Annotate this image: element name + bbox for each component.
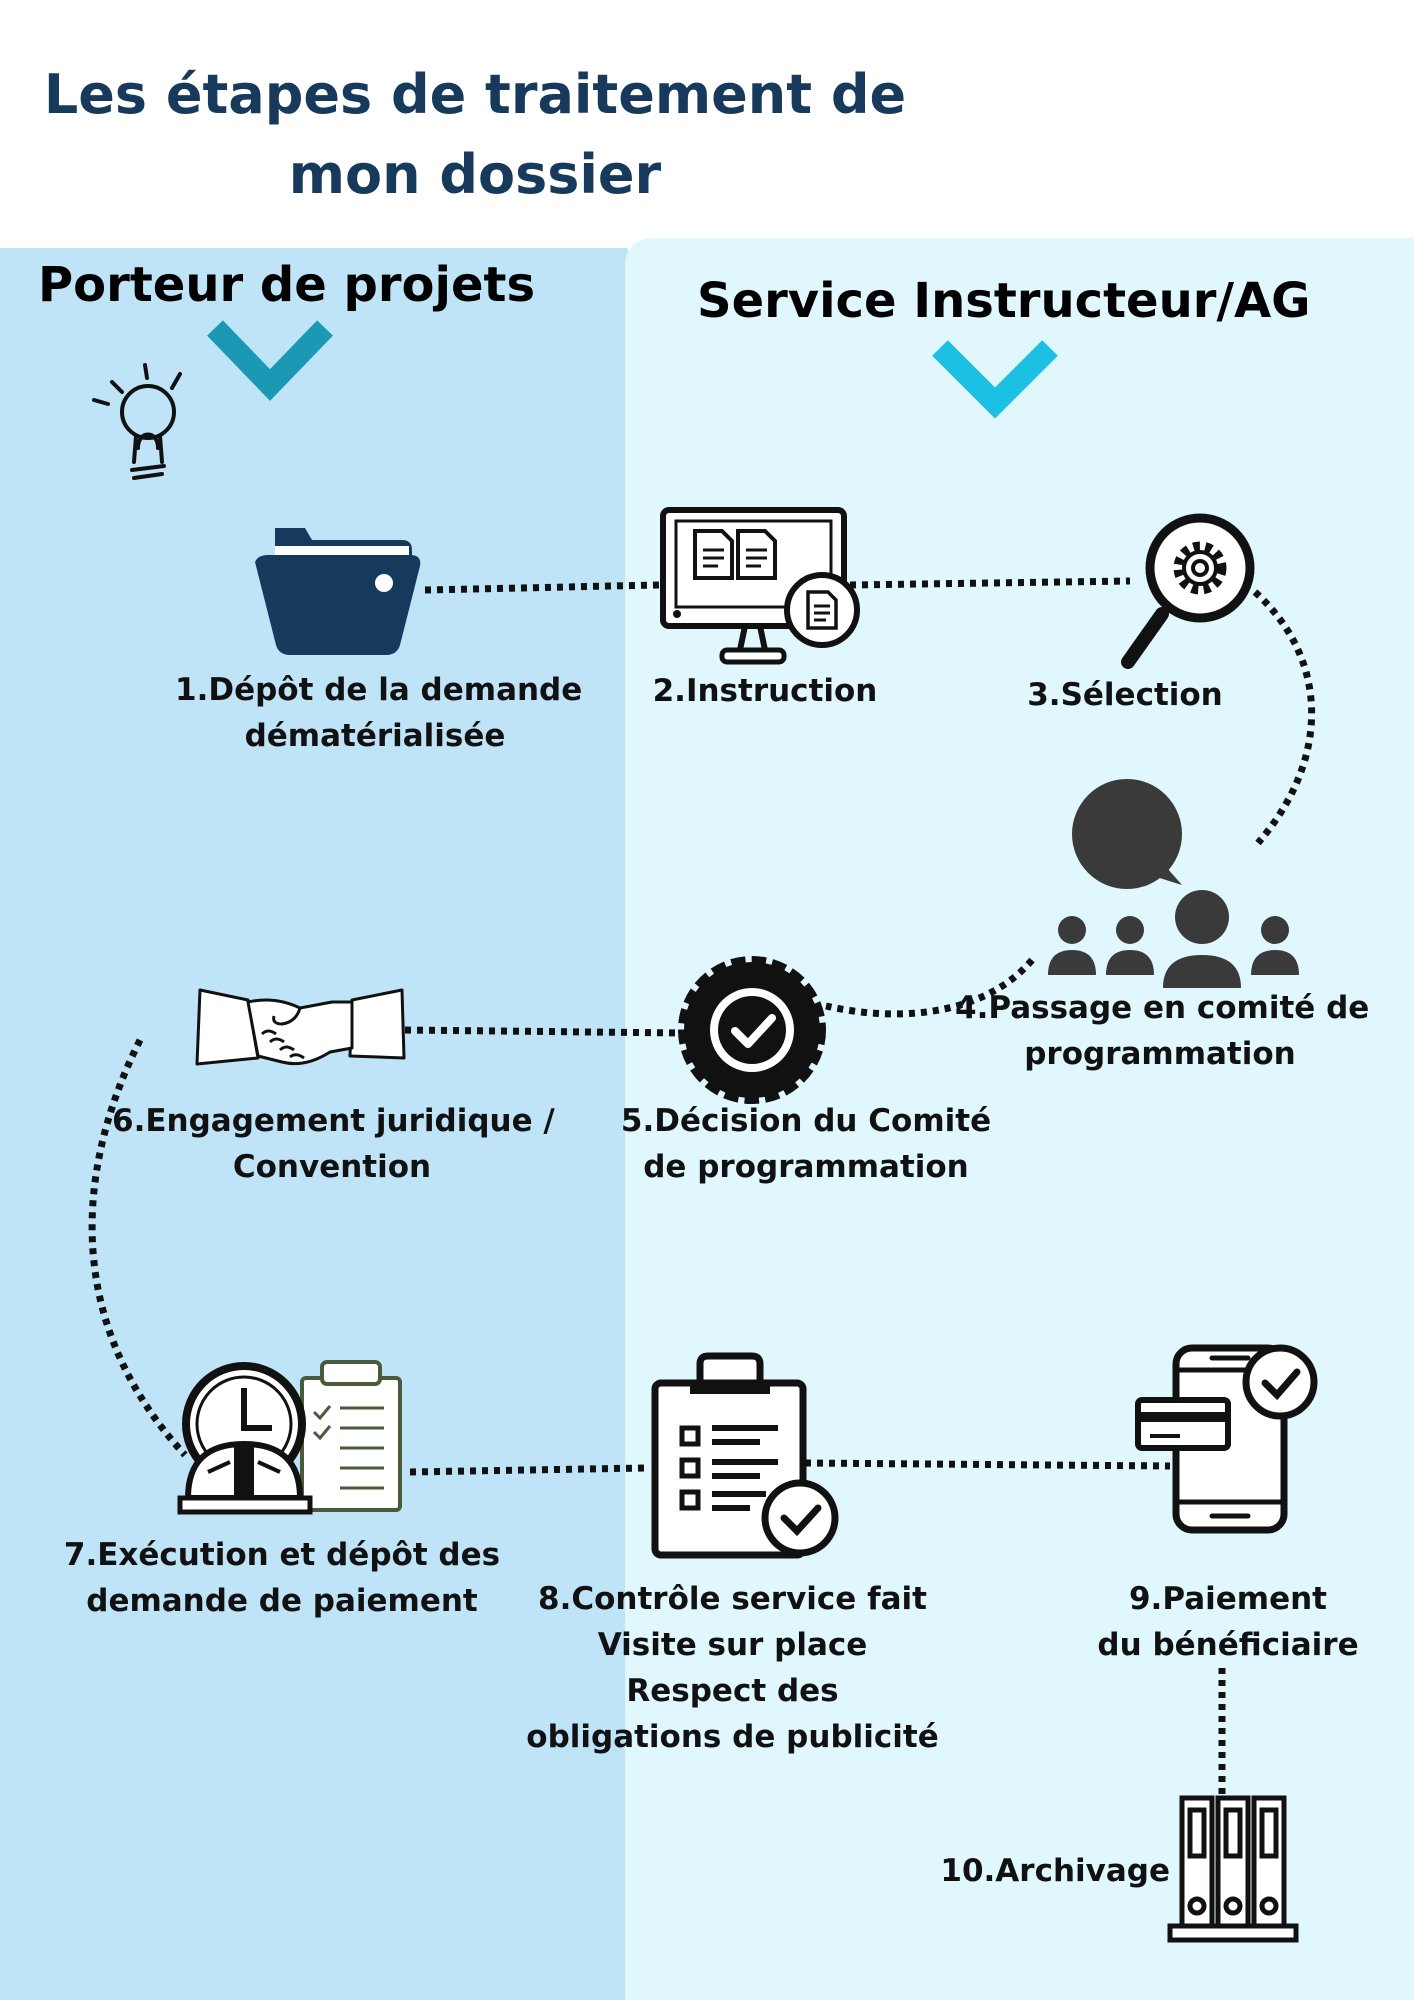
connector-3-4 xyxy=(1252,589,1316,846)
connector-6-7 xyxy=(88,1038,188,1458)
step-10-label: 10.Archivage xyxy=(940,1853,1170,1889)
approval-badge-icon xyxy=(678,956,826,1104)
magnifier-gear-icon xyxy=(1121,513,1255,669)
step-5-label: 5.Décision du Comité de programmation xyxy=(620,1103,992,1185)
lightbulb-icon xyxy=(92,363,182,480)
step-3-label: 3.Sélection xyxy=(1027,677,1223,713)
porteur-header: Porteur de projets xyxy=(38,257,536,313)
step-9-label: 9.Paiement du bénéficiaire xyxy=(1097,1581,1359,1663)
page-title: Les étapes de traitement de mon dossier xyxy=(0,55,950,215)
connector-8-9 xyxy=(804,1459,1171,1470)
step-4-label: 4.Passage en comité de programmation xyxy=(955,990,1370,1072)
step-2-label: 2.Instruction xyxy=(652,673,878,709)
connector-5-6 xyxy=(404,1026,684,1037)
handshake-icon xyxy=(195,988,406,1066)
title-line-1: Les étapes de traitement de xyxy=(43,63,907,126)
computer-documents-icon xyxy=(660,507,860,665)
connector-1-2 xyxy=(424,581,661,594)
clock-clipboard-icon xyxy=(177,1360,402,1515)
title-line-2: mon dossier xyxy=(288,143,662,206)
archive-binders-icon xyxy=(1167,1795,1299,1943)
chevron-down-icon-left xyxy=(207,320,333,401)
step-1-label: 1.Dépôt de la demande dématérialisée xyxy=(175,672,583,754)
step-8-label: 8.Contrôle service fait Visite sur place… xyxy=(526,1581,939,1755)
step-7-label: 7.Exécution et dépôt des demande de paie… xyxy=(63,1537,501,1619)
mobile-payment-icon xyxy=(1135,1344,1318,1534)
connector-2-3 xyxy=(849,577,1131,589)
folder-icon xyxy=(255,528,421,655)
checklist-clipboard-icon xyxy=(651,1352,839,1559)
connector-4-5 xyxy=(825,957,1035,1018)
step-6-label: 6.Engagement juridique / Convention xyxy=(112,1103,555,1185)
connector-7-8 xyxy=(409,1464,646,1476)
chevron-down-icon-right xyxy=(932,340,1058,419)
meeting-group-icon xyxy=(1048,779,1299,988)
service-header: Service Instructeur/AG xyxy=(697,273,1311,329)
